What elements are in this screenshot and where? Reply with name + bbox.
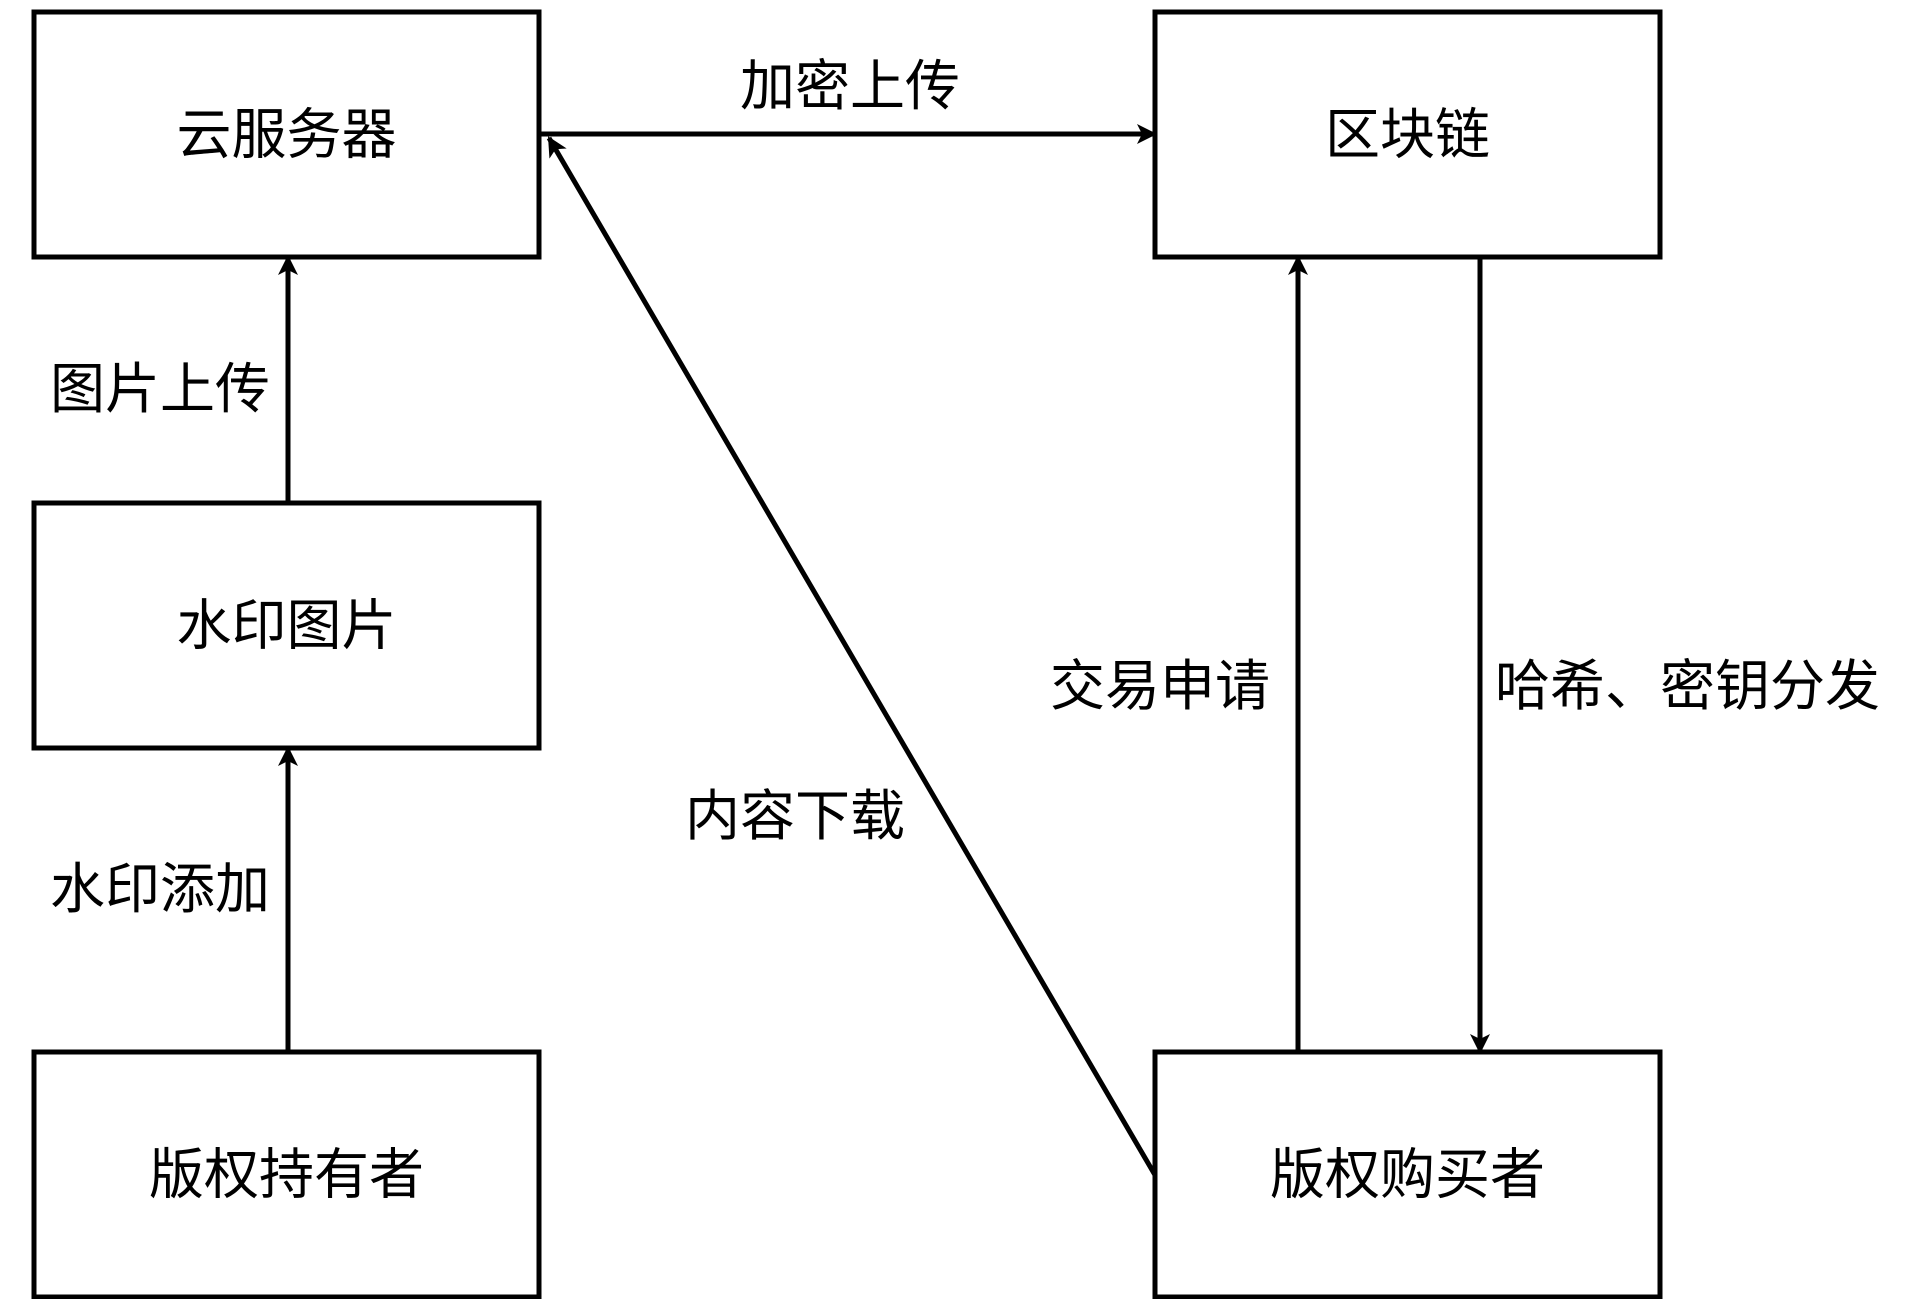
node-box-blockchain [1152,9,1663,260]
edge-label-hash-key-distribute: 哈希、密钥分发 [1495,654,1880,718]
edge-label-encrypt-upload: 加密上传 [740,54,960,118]
node-box-copyright-buyer [1152,1049,1663,1299]
edge-label-watermark-add: 水印添加 [50,857,270,921]
node-watermark-image: 水印图片 [31,500,542,751]
node-label-copyright-holder: 版权持有者 [149,1143,424,1207]
node-label-copyright-buyer: 版权购买者 [1270,1143,1545,1207]
node-blockchain: 区块链 [1152,9,1663,260]
node-cloud-server: 云服务器 [31,9,542,260]
node-copyright-buyer: 版权购买者 [1152,1049,1663,1299]
edge-label-content-download: 内容下载 [685,784,905,848]
edge-label-image-upload: 图片上传 [50,357,270,421]
edge-label-trade-request: 交易申请 [1050,654,1270,718]
node-copyright-holder: 版权持有者 [31,1049,542,1299]
node-label-blockchain: 区块链 [1325,103,1490,167]
edge-content-download [546,136,1158,1177]
node-box-copyright-holder [31,1049,542,1299]
node-label-watermark-image: 水印图片 [176,594,396,658]
node-box-cloud-server [31,9,542,260]
node-box-watermark-image [31,500,542,751]
node-label-cloud-server: 云服务器 [176,103,396,167]
